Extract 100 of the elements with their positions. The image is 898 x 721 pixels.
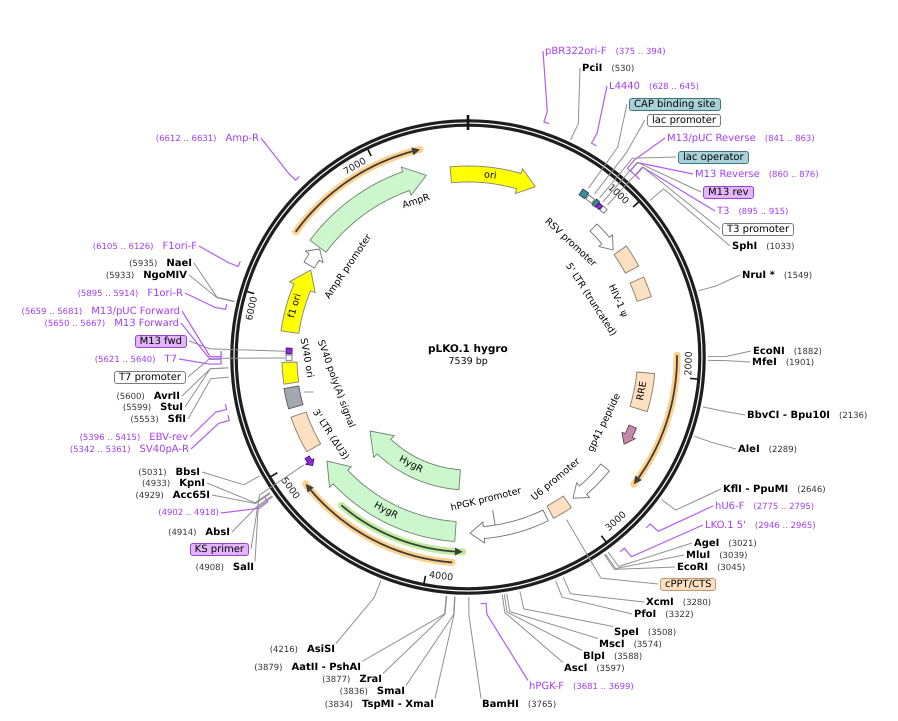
scale-label: 6000 [244,296,260,322]
leader-line [650,188,730,246]
leader-line [694,436,736,450]
primer-binding-range: (2775 .. 2795) [753,500,814,514]
enzyme-name: NruI * [742,268,775,282]
plasmid-name: pLKO.1 hygro [428,343,508,355]
leader-line [194,262,235,302]
leader-line [250,464,304,550]
cut-site-position: (3322) [665,608,694,622]
leader-line [188,376,230,420]
leader-line [566,519,658,584]
cut-site-position: (4908) [196,562,224,574]
enzyme-name: SmaI [376,684,405,698]
enzyme-name: AleI [738,442,760,456]
feature-label: SV40 ori [296,337,316,379]
cut-site-position: (5933) [106,270,134,282]
cut-site-position: (1033) [766,240,794,254]
feature-tag: lac operator [678,150,749,164]
enzyme-name: BbsI [176,466,200,478]
cut-site-position: (2646) [797,484,826,496]
primer-name: EBV-rev [149,430,188,444]
leader-line [504,594,582,651]
cut-site-position: (3280) [682,596,712,610]
leader-line [260,138,300,181]
enzyme-name: AvrII [154,390,180,402]
leader-line [698,274,740,292]
cut-site-position: (3039) [719,550,748,562]
leader-line [206,482,270,504]
enzyme-name: AgeI [694,536,720,550]
enzyme-name: SphI [732,240,758,252]
cut-site-position: (3877) [322,674,350,686]
directional-feature [468,508,549,544]
enzyme-name: PciI [582,62,602,74]
primer-name: Amp-R [226,132,259,144]
feature-label: RRE [635,380,651,402]
leader-line [708,350,752,358]
leader-line [188,358,286,378]
enzyme-name: BbvCI - Bpu10I [747,408,830,422]
primer-binding-range: (5396 .. 5415) [80,432,140,444]
leader-line [502,594,564,663]
feature-label: AmpR [400,192,432,212]
primer-binding-range: (895 .. 915) [738,206,788,218]
leader-line [362,596,447,662]
cut-site-position: (4216) [270,644,298,656]
cut-site-position: (4929) [136,490,164,502]
feature-block [590,198,600,208]
cut-site-position: (3597) [596,662,625,676]
leader-line [607,166,720,230]
leader-line [608,542,692,567]
leader-line [602,162,702,202]
leader-line [542,50,550,124]
leader-line [660,488,722,511]
scale-label: 4000 [428,569,454,584]
feature-block [285,354,294,362]
feature-block [598,205,608,214]
feature-tag: T3 promoter [722,222,794,236]
enzyme-name: MscI [599,638,625,650]
enzyme-name: AscI [564,662,588,674]
cut-site-position: (3021) [728,538,757,550]
primer-name: F1ori-F [162,240,197,252]
feature-block [283,384,304,410]
leader-line [562,576,644,602]
cut-site-position: (3836) [340,686,368,698]
leader-line [212,492,271,504]
enzyme-name: Acc65I [172,488,210,502]
leader-line [519,590,614,627]
directional-feature [621,424,638,446]
leader-line [180,322,222,360]
enzyme-name: EcoRI [677,560,708,574]
feature-block [595,202,604,210]
leader-line [594,120,646,194]
leader-line [480,602,528,681]
leader-line [626,138,666,172]
leader-line [188,340,286,352]
leader-line [232,495,273,532]
leader-line [708,360,750,362]
leader-line [190,414,230,450]
feature-tag: CAP binding site [629,98,721,110]
directional-feature [280,268,316,334]
cut-site-position: (3508) [648,626,676,640]
leader-line [254,496,274,562]
leader-line [382,596,448,674]
enzyme-name: StuI [160,400,183,414]
feature-label: f1 ori [286,292,305,320]
plasmid-size: 7539 bp [448,356,488,366]
leader-line [336,580,382,644]
feature-block [280,361,300,386]
leader-line [620,524,704,558]
feature-block [585,194,596,204]
leader-line [202,472,260,486]
primer-name: M13 Forward [114,316,179,330]
leader-line [434,596,456,699]
cut-site-position: (5599) [122,402,152,414]
feature-tag: M13 rev [703,186,754,198]
leader-line [184,292,228,310]
feature-label: ori [483,169,498,183]
enzyme-name: SpeI [614,626,639,638]
enzyme-name: TspMI - XmaI [362,698,434,710]
leader-line [599,156,676,198]
leader-line [506,593,598,639]
